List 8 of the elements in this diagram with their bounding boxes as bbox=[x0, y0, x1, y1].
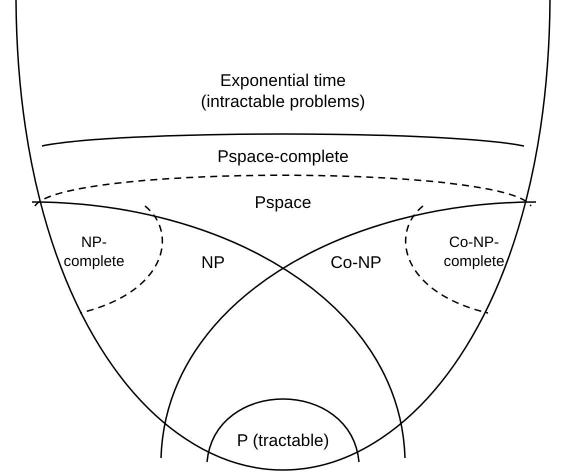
region-label: Co-NP bbox=[330, 252, 382, 273]
region-label: Co-NP-complete bbox=[442, 233, 506, 271]
region-label: NP bbox=[201, 252, 225, 273]
region-label: Pspace bbox=[254, 192, 312, 213]
region-label: P (tractable) bbox=[236, 430, 330, 451]
region-label: NP-complete bbox=[62, 233, 126, 271]
region-label: Pspace-complete bbox=[217, 146, 349, 167]
region-label: Exponential time (intractable problems) bbox=[200, 70, 366, 112]
